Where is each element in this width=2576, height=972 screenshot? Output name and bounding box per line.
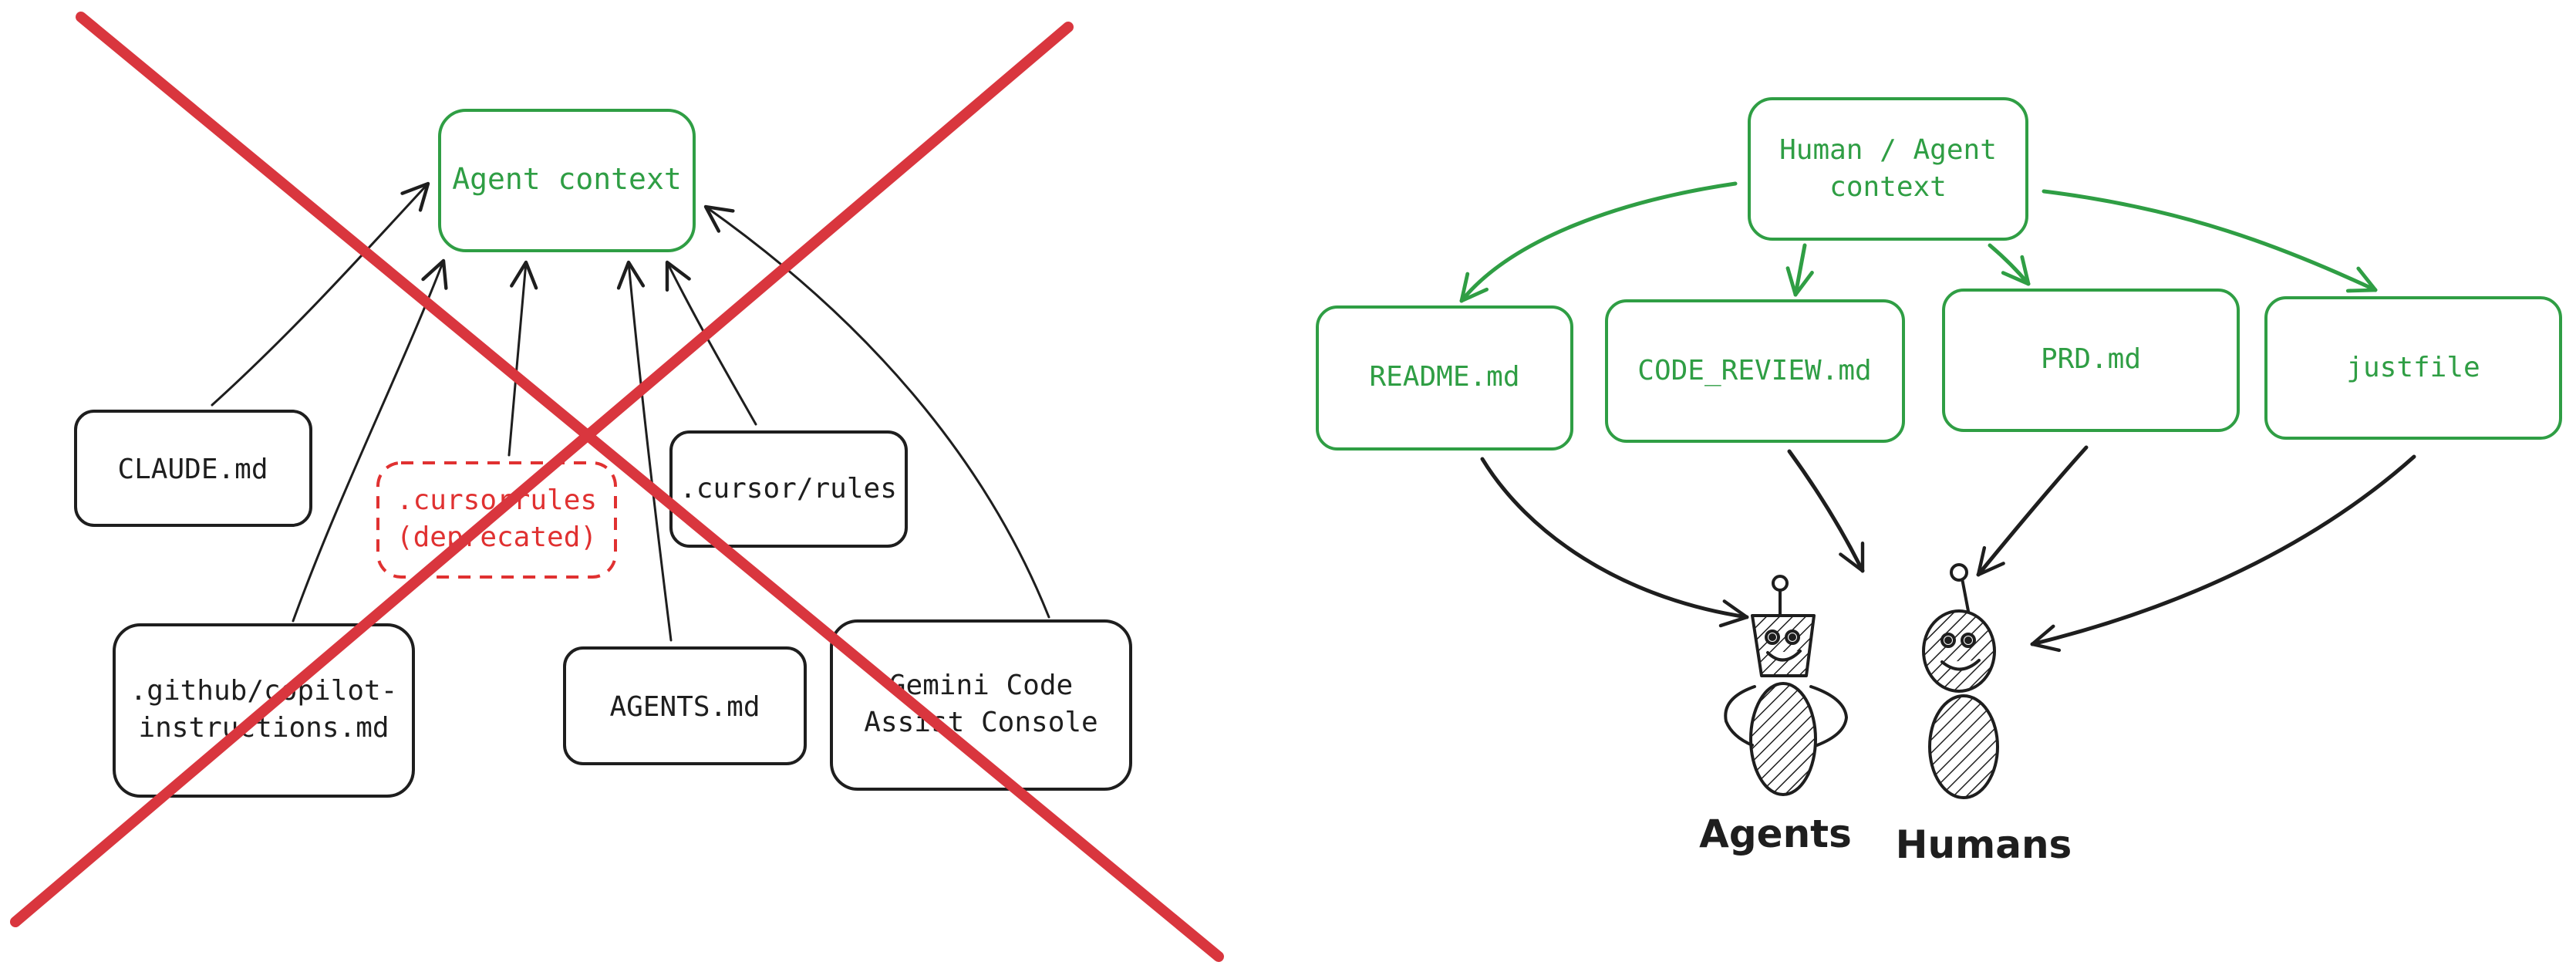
cursorrules-node: .cursorrules (deprecated): [376, 461, 617, 579]
readme-label: README.md: [1369, 361, 1519, 393]
agent-context-label: Agent context: [452, 162, 681, 196]
gemini-label-line2: Assist Console: [864, 707, 1097, 738]
arrow-context-to-justfile: [2042, 189, 2378, 293]
agent-context-node: Agent context: [438, 109, 696, 252]
prd-node: PRD.md: [1942, 289, 2240, 432]
arrow-context-to-readme: [1459, 181, 1738, 303]
arrow-context-to-prd: [1988, 243, 2031, 286]
arrow-cursor-rules-to-context: [665, 260, 757, 426]
arrow-context-to-code-review: [1785, 243, 1814, 297]
copilot-label-line1: .github/copilot-: [130, 675, 398, 707]
arrow-prd-to-humans: [1976, 445, 2089, 577]
gemini-label-line1: Gemini Code: [889, 670, 1073, 701]
agents-md-label: AGENTS.md: [609, 691, 760, 723]
arrow-agents-to-context: [616, 260, 673, 642]
cross-out-mark: [10, 12, 1224, 962]
cursor-rules-node: .cursor/rules: [669, 430, 908, 548]
claude-md-node: CLAUDE.md: [74, 410, 312, 527]
readme-node: README.md: [1316, 305, 1573, 451]
agents-label: Agents: [1699, 812, 1852, 856]
right-diagram: Human / Agent context README.md CODE_REV…: [1316, 97, 2562, 867]
justfile-node: justfile: [2264, 296, 2562, 440]
arrow-justfile-to-humans: [2030, 454, 2416, 653]
files-to-consumers-arrows: [1480, 445, 2416, 653]
code-review-node: CODE_REVIEW.md: [1605, 299, 1905, 443]
cursorrules-deprecated-label: (deprecated): [396, 521, 597, 553]
arrow-gemini-to-context: [703, 204, 1050, 619]
left-diagram: Agent context CLAUDE.md .cursorrules (de…: [10, 12, 1224, 962]
prd-label: PRD.md: [2041, 343, 2141, 375]
cursor-rules-label: .cursor/rules: [679, 473, 897, 505]
arrow-cursorrules-to-context: [507, 260, 538, 457]
robot-icon: [1724, 575, 1848, 796]
arrow-claude-to-context: [211, 181, 430, 407]
arrow-readme-to-agents: [1480, 457, 1749, 628]
code-review-label: CODE_REVIEW.md: [1637, 355, 1871, 386]
human-icon: [1922, 563, 1999, 799]
human-agent-context-line1: Human / Agent: [1779, 134, 1997, 166]
human-agent-context-line2: context: [1829, 171, 1947, 203]
context-to-files-arrows: [1459, 181, 2378, 303]
justfile-label: justfile: [2346, 352, 2480, 383]
arrow-code-review-to-humans: [1787, 449, 1865, 573]
agents-md-node: AGENTS.md: [563, 646, 807, 765]
gemini-node: Gemini Code Assist Console: [830, 619, 1132, 791]
humans-label: Humans: [1896, 822, 2072, 867]
claude-md-label: CLAUDE.md: [117, 454, 268, 485]
human-agent-context-node: Human / Agent context: [1748, 97, 2028, 241]
